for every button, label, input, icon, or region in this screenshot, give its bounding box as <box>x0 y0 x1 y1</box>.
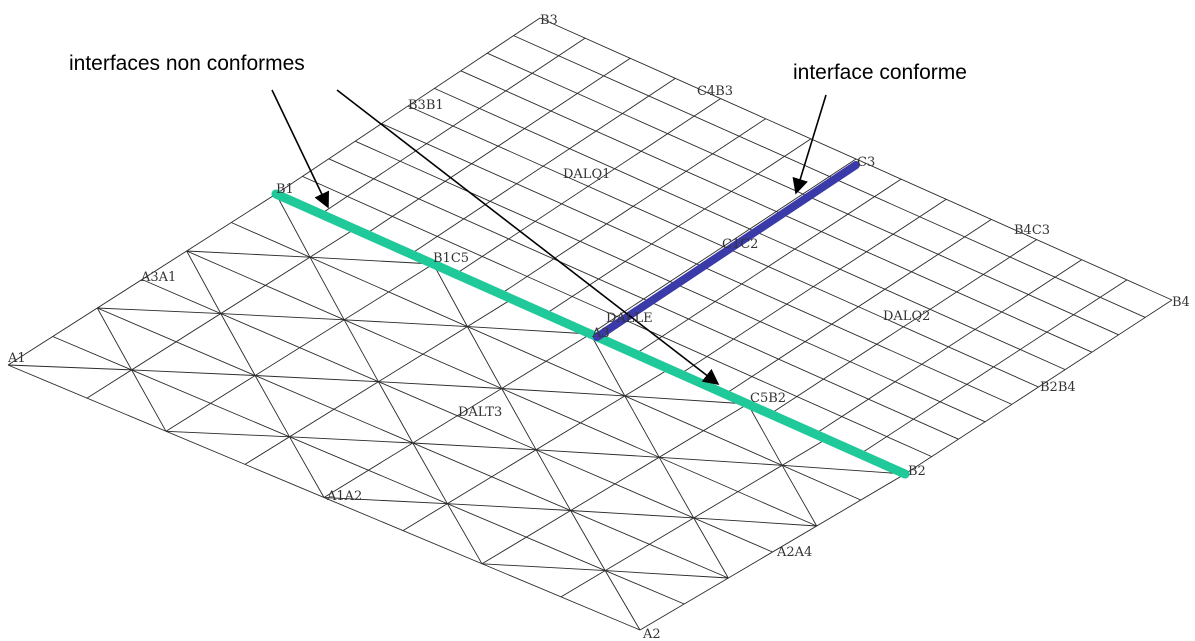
label-dalq2: DALQ2 <box>883 309 930 324</box>
label-dalt3: DALT3 <box>458 405 502 420</box>
callout-arrow-nonconforming-left <box>271 89 329 209</box>
mesh-edge <box>309 256 434 265</box>
mesh-edge <box>97 307 221 315</box>
label-b2b4: B2B4 <box>1040 380 1076 395</box>
label-dalq1: DALQ1 <box>563 167 610 182</box>
label-a1a2: A1A2 <box>326 489 362 504</box>
nonconforming-interface-line <box>271 189 910 479</box>
label-c4b3: C4B3 <box>697 84 733 99</box>
mesh-edge <box>781 465 818 527</box>
mesh-edge <box>605 570 729 579</box>
mesh-edge <box>165 430 290 438</box>
mesh-edge <box>467 326 503 389</box>
mesh-edge <box>131 369 256 376</box>
mesh-edge <box>604 570 641 631</box>
mesh-edge <box>513 35 1146 318</box>
mesh-edge <box>378 381 502 389</box>
mesh-edge <box>96 307 132 371</box>
mesh-edge <box>467 326 591 335</box>
label-b4c3: B4C3 <box>1014 223 1050 238</box>
mesh-edge <box>501 388 625 397</box>
mesh-edge <box>407 105 1039 388</box>
mesh-edge <box>309 256 345 321</box>
label-b2: B2 <box>908 464 926 479</box>
mesh-edge <box>344 319 468 328</box>
label-c3: C3 <box>857 155 875 170</box>
mesh-edge <box>460 70 1093 353</box>
label-b3b1: B3B1 <box>408 98 444 113</box>
mesh-edge <box>186 250 222 314</box>
mesh-edge <box>381 123 1012 405</box>
mesh-edge <box>432 263 468 327</box>
callout-arrow-nonconforming-right <box>336 89 720 385</box>
mesh-edge <box>231 222 861 501</box>
mesh-edge <box>131 369 167 432</box>
mesh-edge <box>355 140 986 423</box>
mesh-edge <box>220 313 256 376</box>
mesh-edge <box>447 503 483 565</box>
mesh-edge <box>570 510 694 519</box>
label-a3a1: A3A1 <box>140 270 176 285</box>
mesh-edge <box>659 456 783 466</box>
mesh-edge <box>7 364 132 371</box>
mesh-edge <box>590 333 626 397</box>
label-b4: B4 <box>1172 295 1190 310</box>
nonconforming-interfaces-annotation: interfaces non conformes <box>69 52 305 75</box>
mesh-edge <box>570 510 606 571</box>
mesh-edge <box>658 457 695 519</box>
mesh-edge <box>747 403 783 466</box>
mesh-edge <box>487 52 1119 336</box>
mesh-edge <box>624 395 748 405</box>
label-c5b2: C5B2 <box>750 391 786 406</box>
label-a2a4: A2A4 <box>776 545 812 560</box>
mesh-edge <box>539 17 1173 301</box>
mesh-grid <box>7 17 1173 631</box>
mesh-edge <box>535 449 571 511</box>
label-a2: A2 <box>642 627 661 641</box>
mesh-edge <box>186 250 311 258</box>
label-c1c2: C1C2 <box>722 237 758 252</box>
mesh-edge <box>255 375 379 383</box>
label-a3: A3 <box>591 326 610 341</box>
conforming-interface-annotation: interface conforme <box>793 61 967 84</box>
mesh-edge <box>328 158 959 440</box>
mesh-edge <box>447 503 571 511</box>
label-b3: B3 <box>540 13 558 28</box>
mesh-edge <box>624 395 660 458</box>
mesh-edge <box>782 464 906 475</box>
mesh-edge <box>412 442 448 504</box>
label-dalle: DALLE <box>606 311 653 326</box>
mesh-edge <box>289 436 413 444</box>
mesh-edge <box>536 449 660 458</box>
mesh-edge <box>693 517 817 527</box>
conforming-interface-line <box>593 161 860 341</box>
mesh-edge <box>141 279 773 553</box>
mesh-edge <box>302 175 932 458</box>
mesh-edge <box>412 442 537 451</box>
mesh-edge <box>275 193 311 258</box>
mesh-edge <box>52 336 685 605</box>
callout-arrow-conforming <box>792 94 827 195</box>
mesh-edge <box>254 375 290 438</box>
mesh-edge <box>289 436 325 498</box>
mesh-edge <box>378 381 414 444</box>
label-a1: A1 <box>7 351 26 366</box>
label-b1: B1 <box>276 182 294 197</box>
label-b1c5: B1C5 <box>433 251 469 266</box>
mesh-edge <box>434 87 1066 371</box>
mesh-edge <box>501 388 537 451</box>
mesh-edge <box>481 563 606 572</box>
mesh-edge <box>693 517 729 579</box>
mesh-edge <box>323 497 448 505</box>
mesh-edge <box>343 319 379 382</box>
mesh-edge <box>220 313 345 321</box>
